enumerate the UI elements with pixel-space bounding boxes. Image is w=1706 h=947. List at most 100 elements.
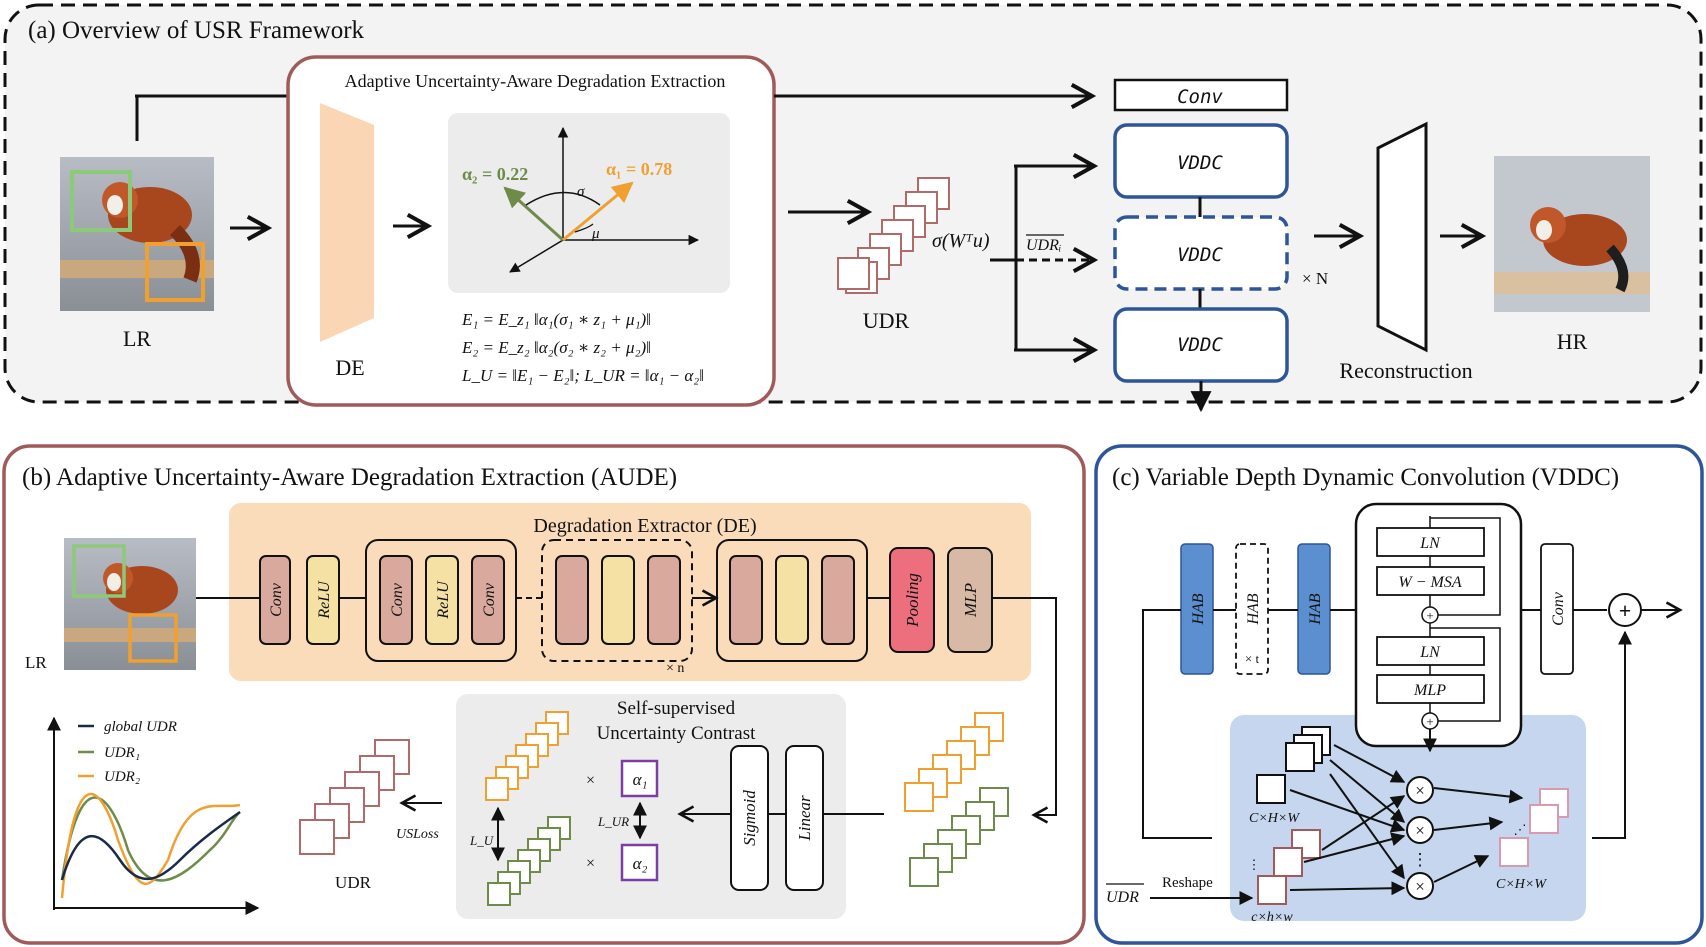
panel-b: (b) Adaptive Uncertainty-Aware Degradati… [2,444,1086,945]
mlp-block-b [947,547,993,653]
svg-text:+: + [1619,598,1632,623]
green-stack-right [909,787,1009,887]
green-stack-ssuc [487,816,571,906]
sigmoid-block [730,745,769,891]
alpha2-box-label: α₂ [633,854,648,873]
relu-label-b1: ReLU [316,580,333,620]
chw-label: C×H×W [1249,811,1300,826]
sigma-symbol: σ [577,184,585,200]
pooling-block [889,547,935,653]
vddc-label-3: VDDC [1177,334,1223,356]
reconstruction-label: Reconstruction [1339,358,1472,383]
ssuc-title-2: Uncertainty Contrast [597,723,757,744]
alpha1-box-label: α₁ [633,770,648,789]
output-stack [1499,788,1569,867]
usloss-label: USLoss [396,827,439,842]
udr-stack [837,177,950,294]
vddc-label-1: VDDC [1177,152,1223,174]
kernel-stack [1257,829,1321,905]
aude-box-title: Adaptive Uncertainty-Aware Degradation E… [345,71,726,91]
legend-udr2: UDR₂ [104,769,140,785]
times-t: × t [1245,651,1260,666]
panel-a: (a) Overview of USR Framework LR Adaptiv… [3,3,1703,413]
udr-i-label: UDRᵢ [1026,237,1061,254]
mlp-label-b: MLP [961,583,980,618]
linear-label: Linear [795,795,814,842]
dynamic-conv-region [1230,715,1586,921]
mu-symbol: μ [591,226,600,242]
alpha2-value: α₂ = 0.22 [462,164,528,184]
panel-b-title: (b) Adaptive Uncertainty-Aware Degradati… [22,464,677,491]
vddc-label-2: VDDC [1177,244,1223,266]
equation-e2: E₂ = E_z₂ ‖α₂(σ₂ ∗ z₂ + μ₂)‖ [461,338,651,357]
lr-image [60,157,214,311]
udr-curve-chart [47,716,260,915]
panel-a-title: (a) Overview of USR Framework [28,17,365,44]
alpha1-box [620,759,659,798]
times-n: × N [1302,269,1328,288]
alpha2-box [620,843,659,882]
svg-text:×: × [1415,877,1425,896]
reconstruction-block [1376,121,1428,353]
linear-block [785,745,824,891]
ln-label-1: LN [1419,535,1441,552]
hr-label: HR [1557,329,1588,354]
small-chw-label: c×h×w [1251,910,1293,925]
mult-node-3 [1406,872,1434,900]
conv-label-b1: Conv [268,582,285,617]
svg-text:+: + [1426,714,1433,729]
udr-stack-b [299,739,410,855]
conv-group-repeat [541,539,693,662]
lr-image-b [64,538,196,670]
udr-label-c: UDR [1106,889,1139,906]
lur-label: L_UR [597,814,629,829]
relu-label-b2: ReLU [435,580,452,620]
legend-udr1: UDR₁ [104,745,140,761]
udr-label-b: UDR [335,873,372,892]
conv-label-b3: Conv [481,582,498,617]
conv-label-c: Conv [1550,591,1567,626]
alpha1-vector [562,181,634,242]
pooling-label: Pooling [903,573,922,628]
svg-text:+: + [1426,608,1433,623]
panel-a-frame [3,3,1703,404]
legend-global-udr: global UDR [104,719,177,735]
conv-block [1113,78,1289,112]
udr-label: UDR [863,308,910,333]
wmsa-label: W − MSA [1398,574,1461,591]
lu-label: L_U [469,833,495,848]
alpha-vector-plot [448,113,730,293]
panel-c-title: (c) Variable Depth Dynamic Convolution (… [1112,464,1619,491]
feature-stack [1256,726,1331,804]
hab-label-repeat: HAB [1245,593,1262,625]
svg-text:⋮: ⋮ [1248,857,1261,872]
svg-text:×: × [1415,821,1425,840]
panel-c: (c) Variable Depth Dynamic Convolution (… [1094,444,1704,945]
mlp-label-c: MLP [1413,682,1446,699]
equation-loss: L_U = ‖E₁ − E₂‖; L_UR = ‖α₁ − α₂‖ [461,366,704,385]
orange-stack-ssuc [485,711,569,801]
orange-stack-right [904,712,1004,812]
conv-block-b1 [259,555,291,645]
mult-node-2 [1406,816,1434,844]
wmsa-block [1376,566,1485,596]
conv-block-label: Conv [1177,86,1223,108]
lr-label-b: LR [25,653,47,672]
lr-label: LR [123,326,151,351]
svg-text:⋰: ⋰ [1514,822,1527,837]
de-region-title: Degradation Extractor (DE) [533,515,756,537]
mult-node-1 [1406,776,1434,804]
times-2: × [586,855,595,872]
svg-text:×: × [1415,781,1425,800]
dyn-conv-arrows [1289,744,1524,896]
times-1: × [586,772,595,789]
de-label: DE [335,355,364,380]
svg-text:⋮: ⋮ [1412,850,1429,869]
ssuc-title-1: Self-supervised [617,698,736,719]
hab-label-1: HAB [1190,593,1207,625]
alpha2-vector [503,186,565,242]
alpha1-value: α₁ = 0.78 [606,159,672,179]
relu-block-b1 [306,555,340,645]
conv-group-1 [365,539,517,662]
